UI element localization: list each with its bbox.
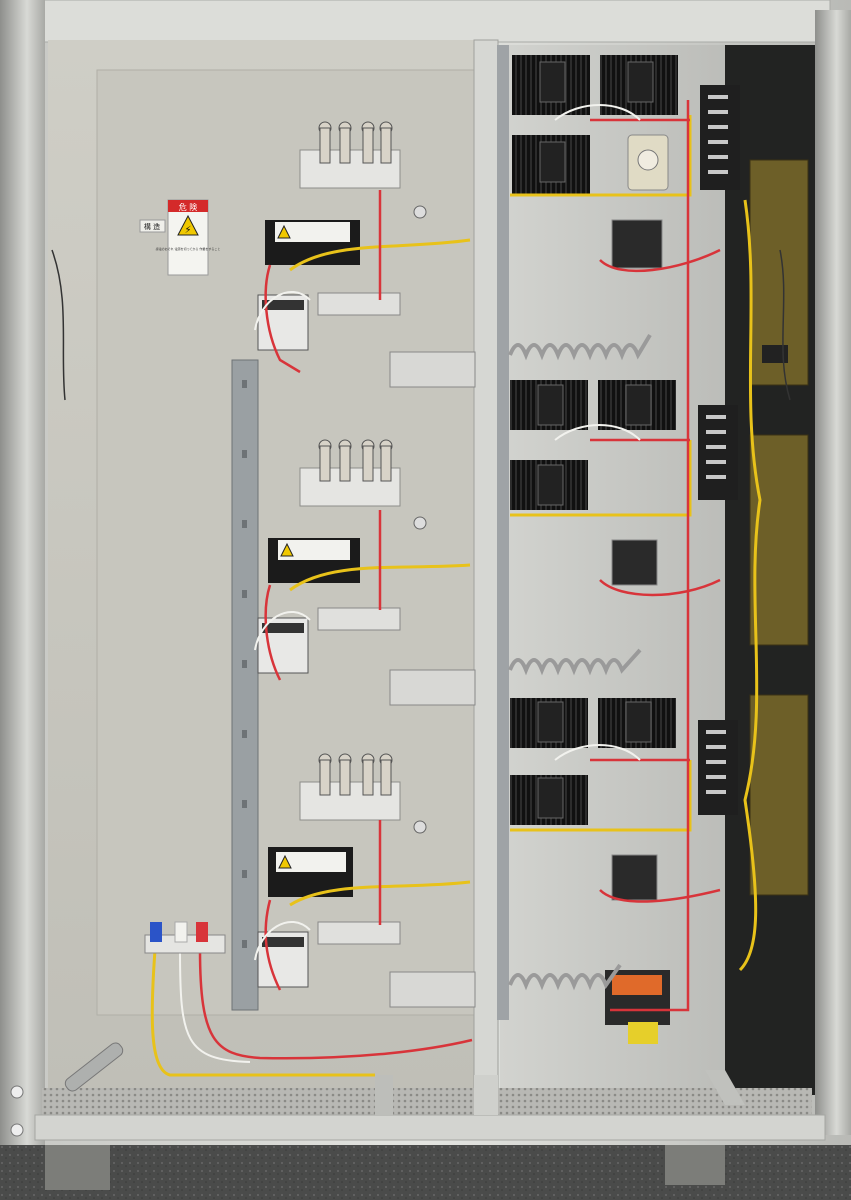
contactor-terminal-strip [262, 937, 304, 947]
small-label: 構 造 [139, 219, 166, 233]
relay-socket [611, 219, 663, 269]
heater-bracket [389, 351, 476, 388]
warning-triangle-icon [280, 542, 294, 557]
warning-triangle-icon [277, 224, 291, 239]
relay-socket [611, 539, 658, 586]
ssr-module [625, 701, 652, 743]
heater-bank-middle [257, 439, 476, 706]
control-pcb-middle [749, 434, 809, 646]
sticker-on-box [276, 852, 346, 872]
ssr-module [537, 464, 564, 506]
contactor-terminal-strip [262, 623, 304, 633]
grounding-stud [413, 820, 427, 834]
sticker-on-box [278, 540, 350, 560]
wiring-dark [51, 249, 791, 401]
grate-crossbar-2 [474, 1075, 498, 1115]
grate-crossbar-3 [705, 1070, 745, 1105]
orange-terminal [612, 975, 662, 995]
ssr-module [539, 61, 566, 103]
grounding-stud [413, 516, 427, 530]
wiring-yellow [150, 115, 762, 1077]
bottom-sill [34, 1114, 826, 1141]
pcb-connector [762, 345, 788, 363]
ssr-module [537, 701, 564, 743]
terminal-bracket [317, 292, 401, 316]
heater-coil-lower [508, 963, 622, 991]
terminal-bracket [317, 607, 401, 631]
high-voltage-icon: ⚡ [184, 225, 191, 236]
grate-crossbar-1 [375, 1075, 393, 1115]
ssr-group-middle [510, 380, 676, 510]
control-pcb-lower [749, 694, 809, 896]
warning-body: 感電のおそれ 電源を切ってから 作業をすること [156, 246, 221, 251]
wiring-white [179, 104, 641, 1063]
insulator-posts [318, 439, 393, 482]
ssr-module [539, 141, 566, 183]
ssr-group-lower [510, 698, 676, 825]
heater-coil-middle [508, 648, 642, 676]
contactor-terminal-strip [262, 300, 304, 310]
right-vertical-duct [497, 45, 509, 1020]
insulator-posts [318, 121, 393, 164]
warning-triangle-icon [278, 854, 292, 869]
center-divider-post [473, 39, 499, 1111]
ssr-module [625, 384, 652, 426]
din-rail-holes [242, 380, 247, 948]
sticker-on-box [275, 222, 350, 242]
ssr-module [537, 777, 564, 819]
left-side-wall [0, 0, 45, 1145]
heater-bracket [389, 971, 476, 1008]
terminal-strip [698, 405, 738, 500]
terminal-strip [698, 720, 738, 815]
right-side-wall [815, 10, 851, 1135]
small-label-text: 構 造 [144, 222, 160, 231]
terminal-strip [700, 85, 740, 190]
hinge-screw [10, 1123, 24, 1137]
insulator-posts [318, 753, 393, 796]
cabinet-top-rail [29, 0, 831, 43]
yellow-terminal-caps [628, 1022, 658, 1044]
ssr-group-top [512, 55, 678, 195]
ssr-module [627, 61, 654, 103]
grounding-stud [413, 205, 427, 219]
conduit-pipe [64, 1042, 124, 1092]
hinge-screw [10, 1085, 24, 1099]
warning-header: 危 険 [179, 202, 198, 212]
dial-knob [637, 149, 659, 171]
warning-sticker: 危 険 ⚡ 感電のおそれ 電源を切ってから 作業をすること [156, 199, 221, 276]
warning-triangle-icon [177, 214, 199, 236]
vertical-din-rail [231, 359, 259, 1011]
wiring-red [198, 100, 721, 1060]
floor-grate [42, 1088, 812, 1118]
main-power-terminals [144, 921, 226, 954]
relay-socket [611, 854, 658, 901]
terminal-screws [706, 95, 728, 794]
heater-bank-upper [257, 121, 476, 388]
heater-coil-upper [508, 333, 652, 361]
heater-bracket [389, 669, 476, 706]
ssr-module [537, 384, 564, 426]
terminal-bracket [317, 921, 401, 945]
